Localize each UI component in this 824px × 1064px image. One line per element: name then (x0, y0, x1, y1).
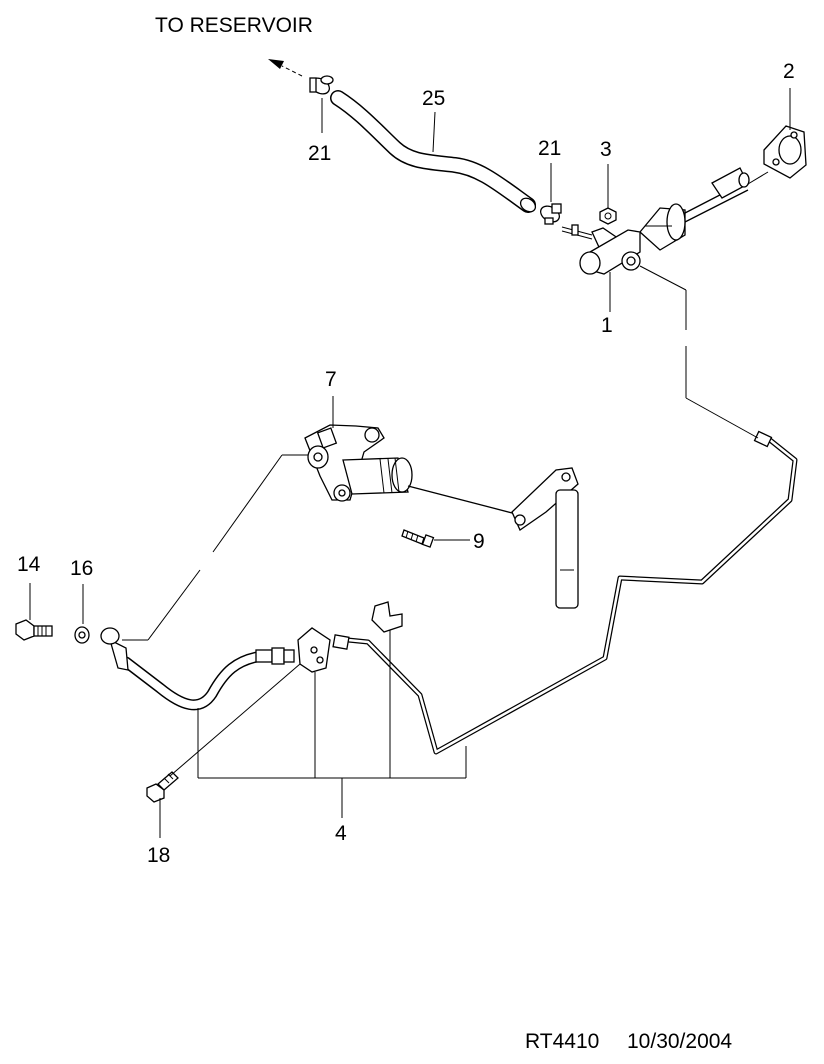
flexible-hose (100, 627, 295, 711)
pipe-clip (371, 601, 403, 633)
callout-2: 2 (783, 60, 795, 83)
callout-25: 25 (422, 87, 445, 110)
callout-4: 4 (335, 822, 347, 845)
mounting-nut (599, 207, 617, 225)
drawing-id: RT4410 (525, 1030, 599, 1053)
drawing-date: 10/30/2004 (627, 1030, 732, 1053)
clutch-pipe (347, 430, 798, 755)
reservoir-hose (330, 90, 537, 213)
bracket-bolt (146, 771, 179, 803)
master-cylinder (561, 203, 686, 275)
callout-21-upper: 21 (308, 142, 331, 165)
callout-18: 18 (147, 844, 170, 867)
pipe-bracket (297, 627, 350, 673)
slave-cylinder (304, 424, 413, 502)
callout-1: 1 (601, 314, 613, 337)
callout-3: 3 (600, 138, 612, 161)
hose-clamp-lower (540, 203, 562, 225)
reservoir-direction-arrow (268, 59, 303, 77)
callout-14: 14 (17, 553, 41, 576)
release-fork (407, 467, 579, 609)
callout-21-lower: 21 (538, 137, 561, 160)
callout-9: 9 (473, 530, 485, 553)
master-cylinder-gasket (763, 125, 807, 179)
slave-cylinder-bolt (401, 529, 435, 548)
leader-lines (29, 88, 791, 838)
banjo-bolt (15, 619, 53, 641)
push-rod (684, 167, 769, 223)
to-reservoir-label: TO RESERVOIR (155, 14, 313, 37)
hose-clamp-upper (309, 75, 334, 95)
copper-washer (74, 626, 90, 644)
callout-16: 16 (70, 557, 93, 580)
callout-7: 7 (325, 368, 337, 391)
